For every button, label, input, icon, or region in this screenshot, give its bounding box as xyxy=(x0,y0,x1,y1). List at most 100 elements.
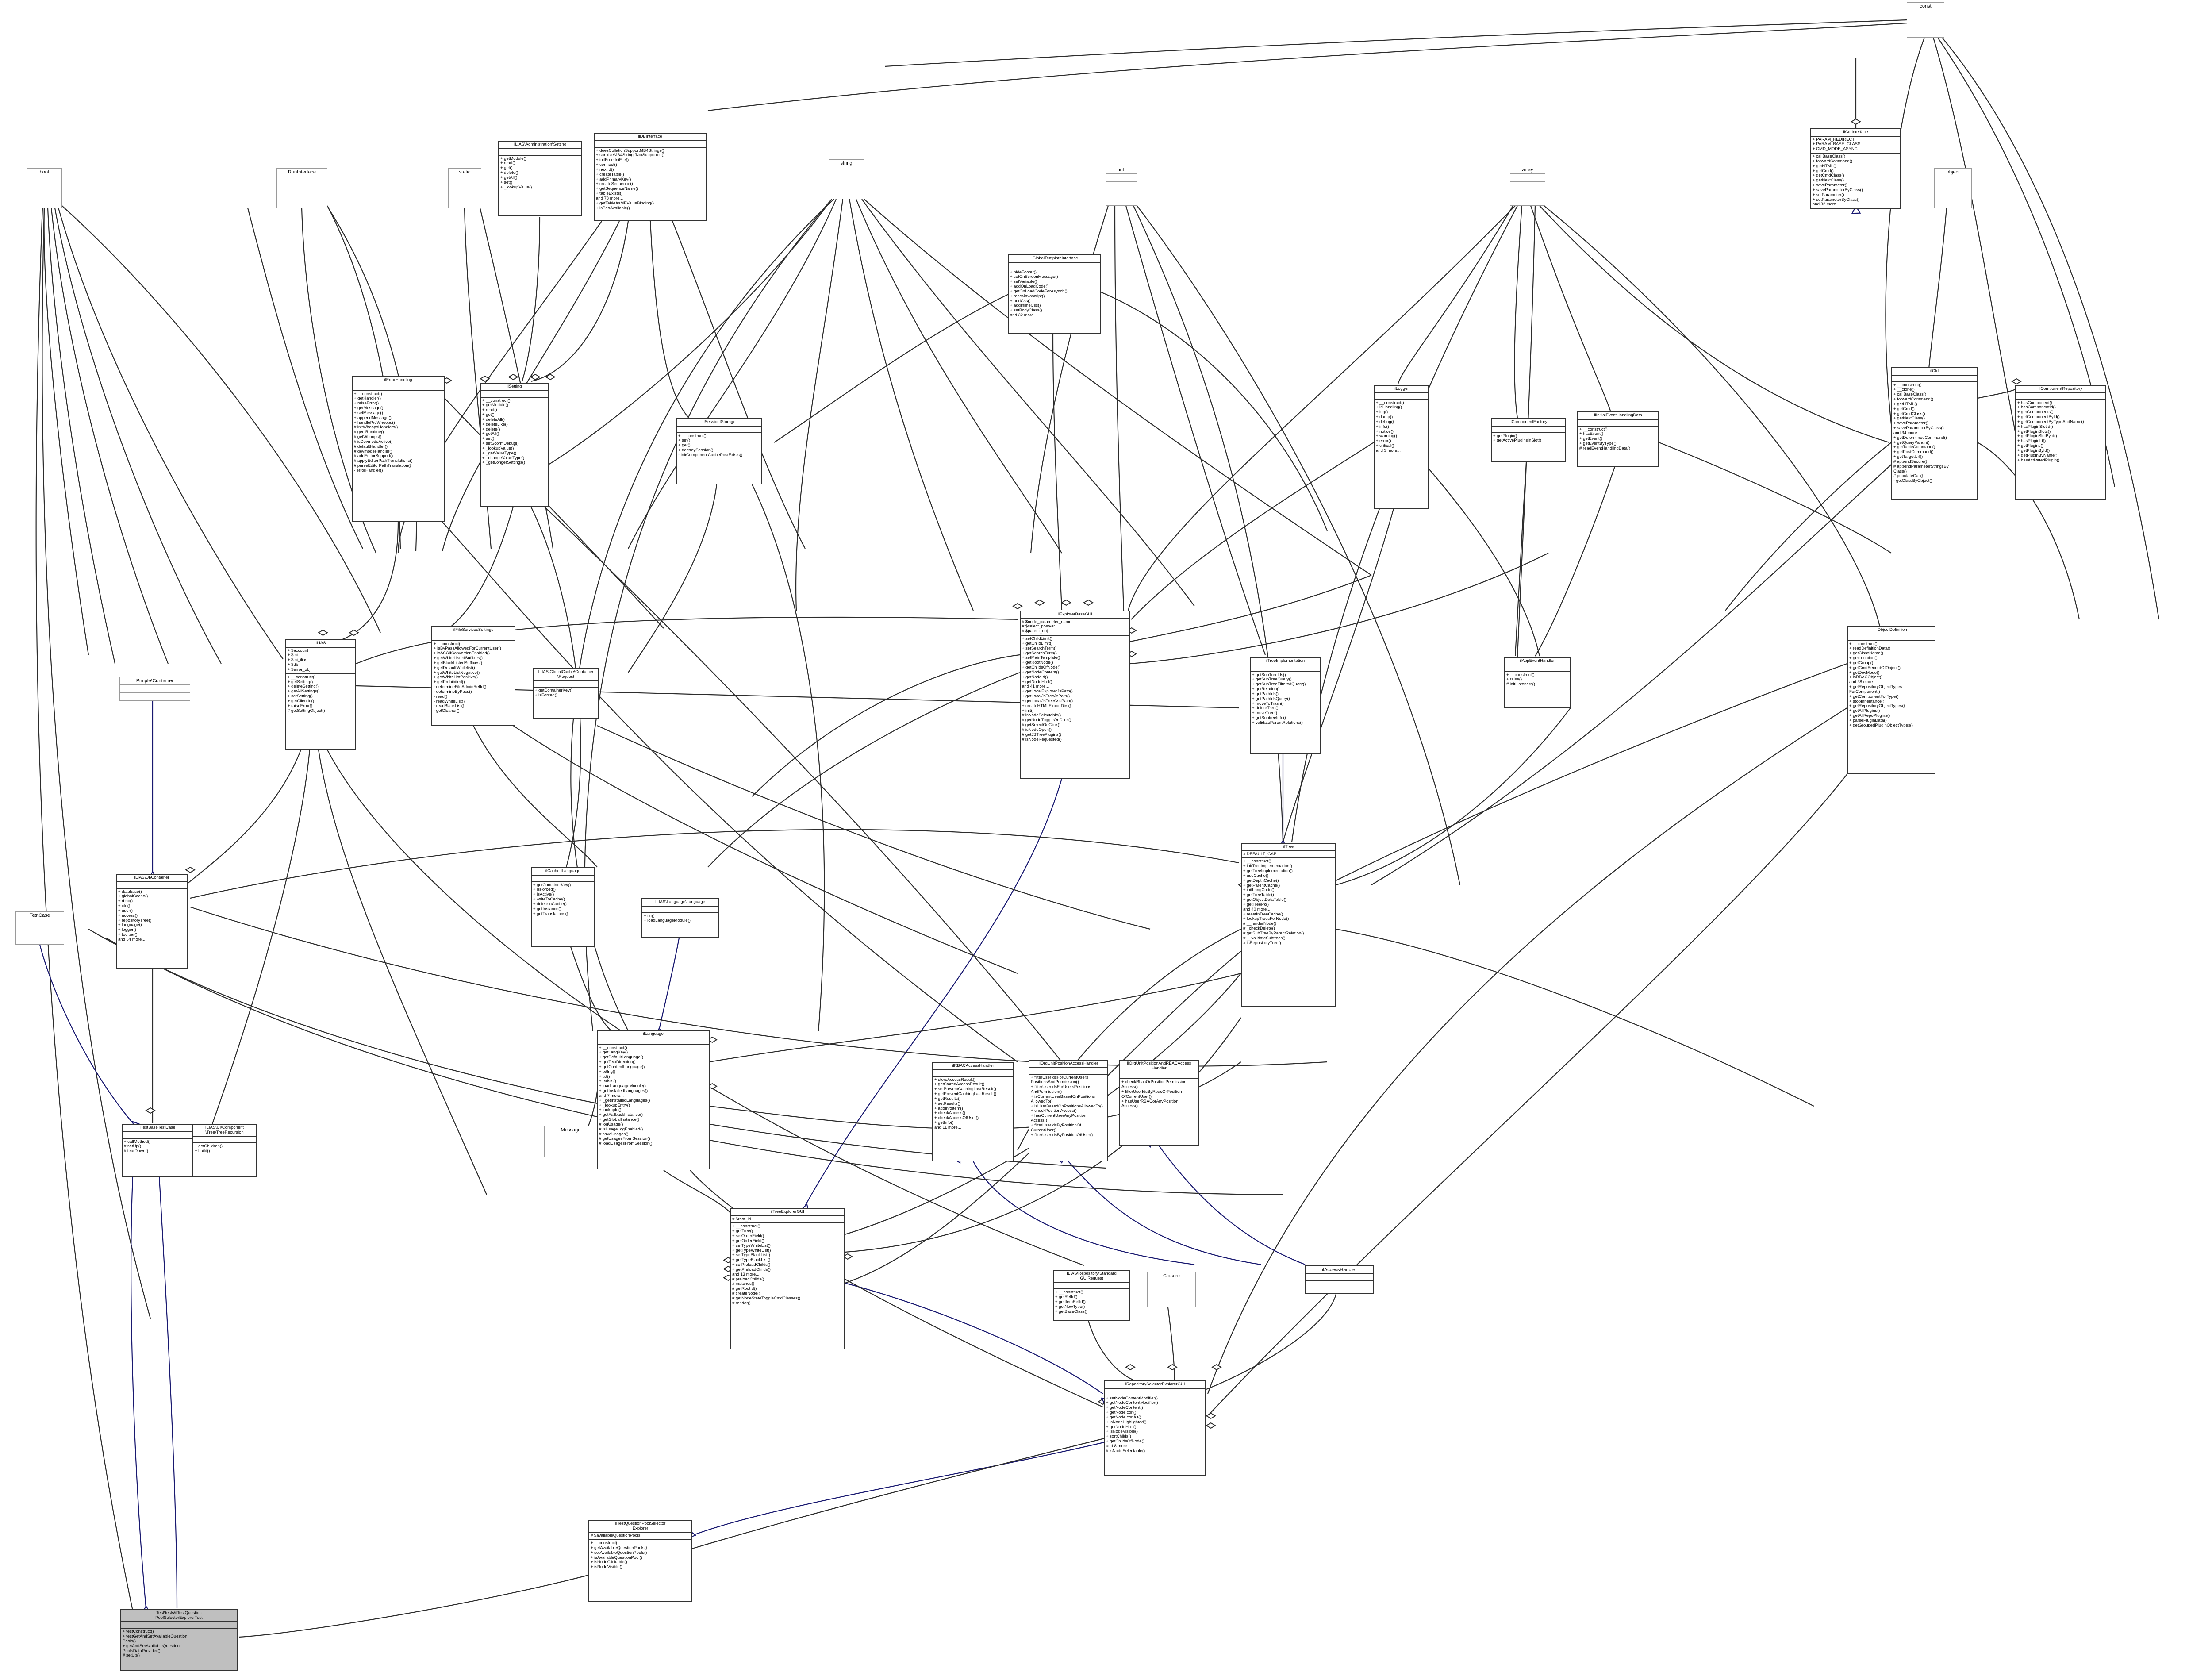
class-node-ilctrl[interactable]: ilCtrl+ __construct()+ __clone()+ callBa… xyxy=(1891,367,1978,500)
class-node-ilcachedlanguage[interactable]: ilCachedLanguage+ getContainerKey()+ isF… xyxy=(531,867,595,947)
class-node-ildbinterface[interactable]: ilDBInterface+ doesCollationSupportMB4St… xyxy=(594,133,707,221)
class-node-testquestionpoolselectortest[interactable]: Test\tests\ilTestQuestion PoolSelectorEx… xyxy=(120,1609,238,1671)
class-node-ilias-di-container[interactable]: ILIAS\DI\Container+ database()+ globalCa… xyxy=(116,874,188,969)
operation-row: + getDevMode() xyxy=(1849,670,1880,675)
class-node-pimplecontainer[interactable]: Pimple\Container xyxy=(119,677,190,701)
class-attributes xyxy=(1848,634,1935,641)
class-title: ilErrorHandling xyxy=(353,377,444,384)
attribute-row: + PARAM_BASE_CLASS xyxy=(1813,142,1861,147)
class-node-string[interactable]: string xyxy=(829,159,864,199)
operation-row: + setTypeBlackList() xyxy=(732,1253,770,1258)
class-node-iltreeexplorergui[interactable]: ilTreeExplorerGUI# $root_id+ __construct… xyxy=(730,1208,845,1349)
operation-row: + getContentLanguage() xyxy=(599,1064,645,1069)
class-operations xyxy=(1510,182,1545,189)
operation-row: + useCache() xyxy=(1243,873,1269,878)
class-title: string xyxy=(829,160,864,168)
operation-row: + getAllSettings() xyxy=(288,689,320,694)
operation-row: # __validateSubtrees() xyxy=(1243,935,1286,941)
class-node-runinterface[interactable]: RunInterface xyxy=(276,168,327,208)
operation-row: + getGroup() xyxy=(1849,660,1874,665)
class-operations: + filterUserIdsForCurrentUsers Positions… xyxy=(1029,1075,1107,1139)
class-node-ilglobalcachecontainer[interactable]: ILIAS\GlobalCache\Container\Request+ get… xyxy=(533,668,599,719)
operation-row: # loadUsagesFromSession() xyxy=(599,1141,653,1146)
operation-row: + set() xyxy=(678,438,691,443)
class-node-ilias-ui-treerecursion[interactable]: ILIAS\UI\Component\Tree\TreeRecursion+ g… xyxy=(192,1124,257,1177)
operation-row: # getRootId() xyxy=(732,1286,757,1292)
class-node-ilias-language-language[interactable]: ILIAS\Language\Language+ txt()+ loadLang… xyxy=(641,898,719,938)
class-node-iltestbasetestcase[interactable]: ilTestBaseTestCase+ callMethod()# setUp(… xyxy=(122,1124,192,1177)
class-node-ilias[interactable]: ILIAS+ $account+ $ini+ $ini_ilias+ $db+ … xyxy=(285,639,356,750)
class-node-int[interactable]: int xyxy=(1106,166,1137,206)
class-attributes xyxy=(1148,1280,1195,1288)
operation-row: + __clone() xyxy=(1893,387,1915,392)
operation-row: + writeToCache() xyxy=(533,897,565,902)
class-node-static[interactable]: static xyxy=(448,168,481,208)
class-node-bool[interactable]: bool xyxy=(27,168,62,208)
class-node-ilaccesshandler[interactable]: ilAccessHandler xyxy=(1305,1265,1374,1294)
operation-row: + getNodeId() xyxy=(1022,674,1048,680)
operation-row: + getHTML() xyxy=(1893,401,1917,407)
class-node-ilexplorerbasegui[interactable]: ilExplorerBaseGUI# $node_parameter_name#… xyxy=(1020,611,1130,779)
class-node-illogger[interactable]: ilLogger+ __construct()+ isHandling()+ l… xyxy=(1374,385,1429,509)
class-node-ilctrlinterface[interactable]: ilCtrlInterface+ PARAM_REDIRECT+ PARAM_B… xyxy=(1810,128,1901,209)
class-node-ilglobaltemplate[interactable]: ilGlobalTemplateInterface+ hideFooter()+… xyxy=(1008,254,1101,334)
operation-row: # isRepositoryTree() xyxy=(1243,940,1281,946)
class-node-ilerrorhandling[interactable]: ilErrorHandling+ __construct()+ getHandl… xyxy=(352,376,445,522)
operation-row: + globalCache() xyxy=(118,894,148,899)
operation-row: + hideFooter() xyxy=(1010,269,1037,275)
operation-row: # applyEditorPathTranslations() xyxy=(354,458,413,464)
class-node-ilappeventhandler[interactable]: ilAppEventHandler+ __construct()+ raise(… xyxy=(1504,657,1571,708)
class-node-ilorgunitposition[interactable]: ilOrgUnitPositionAccessHandler + filterUs… xyxy=(1029,1060,1108,1161)
operation-row: + getRefId() xyxy=(1055,1295,1078,1300)
operation-row: + setMainTemplate() xyxy=(1022,655,1060,661)
class-node-ilrepositoryselectorexplorergui[interactable]: ilRepositorySelectorExplorerGUI+ setNode… xyxy=(1104,1380,1206,1476)
class-node-iltreeimplementation[interactable]: ilTreeImplementation+ getSubTreeIds()+ g… xyxy=(1250,657,1321,754)
class-node-ilcomponentfactory[interactable]: ilComponentFactory+ getPlugin()+ getActi… xyxy=(1491,418,1566,462)
class-node-ilobjectdefinition[interactable]: ilObjectDefinition+ __construct()+ readD… xyxy=(1847,626,1936,774)
class-node-object[interactable]: object xyxy=(1934,168,1972,208)
operation-row: - initComponentCachePostExists() xyxy=(678,452,743,457)
operation-row: + getPreloadChilds() xyxy=(732,1267,771,1272)
operation-row: + saveParameterByClass() xyxy=(1813,187,1863,192)
class-node-illanguage[interactable]: ilLanguage+ __construct()+ getLangKey()+… xyxy=(597,1030,710,1169)
class-node-const[interactable]: const xyxy=(1907,2,1944,38)
class-node-ilsetting[interactable]: ilSetting+ __construct()+ getModule()+ r… xyxy=(480,383,549,507)
class-node-ilrbacaccesshandler[interactable]: ilRBACAccessHandler+ storeAccessResult()… xyxy=(932,1062,1014,1161)
operation-row: + read() xyxy=(500,161,515,166)
class-title: ilOrgUnitPositionAccessHandler xyxy=(1029,1061,1107,1068)
operation-row: + _lookupEntry() xyxy=(599,1103,630,1108)
class-node-ilfileservicessettings[interactable]: ilFileServicesSettings+ __construct()+ i… xyxy=(431,626,515,726)
class-operations: + __construct()+ isByPassAllowedForCurre… xyxy=(432,641,515,715)
operation-row: + getContainerKey() xyxy=(535,688,573,693)
class-node-array[interactable]: array xyxy=(1510,166,1545,206)
class-title: RunInterface xyxy=(277,169,327,177)
operation-row: # isUsageLogEnabled() xyxy=(599,1126,643,1132)
class-operations xyxy=(545,1142,597,1149)
class-node-testcase[interactable]: TestCase xyxy=(15,911,64,945)
class-operations xyxy=(16,927,64,935)
class-attributes xyxy=(16,919,64,928)
class-node-iltree[interactable]: ilTree# DEFAULT_GAP+ __construct()+ init… xyxy=(1241,843,1336,1007)
attribute-row: # $parent_obj xyxy=(1022,629,1048,634)
class-attributes xyxy=(117,882,187,889)
operation-row: + addPrimaryKey() xyxy=(596,177,631,182)
class-node-ilcomponentrepository[interactable]: ilComponentRepository+ hasComponent()+ h… xyxy=(2015,385,2106,500)
class-node-ilias-admin-setting[interactable]: ILIAS\Administration\Setting+ getModule(… xyxy=(498,141,582,216)
operation-row: + getLocation() xyxy=(1849,656,1878,661)
class-node-ilsessionstorage[interactable]: ilSessionIStorage+ __construct()+ set()+… xyxy=(676,418,762,484)
class-node-ilinitialeventhandling[interactable]: ilInitialEventHandlingData+ __construct(… xyxy=(1577,411,1659,467)
class-node-closure[interactable]: Closure xyxy=(1147,1272,1196,1307)
operation-row: and 32 more... xyxy=(1010,313,1037,318)
operation-row: + deleteInCache() xyxy=(533,901,567,907)
operation-row: + setAvailableQuestionPools() xyxy=(591,1550,647,1555)
operation-row: + getWhiteListedSuffixes() xyxy=(434,656,483,661)
operation-row: + txt() xyxy=(599,1074,610,1079)
class-attributes xyxy=(1251,665,1320,672)
operation-row: + getCmdClass() xyxy=(1813,173,1844,178)
operation-row: # getSelectOnClick() xyxy=(1022,723,1061,728)
class-node-message[interactable]: Message xyxy=(544,1126,597,1157)
